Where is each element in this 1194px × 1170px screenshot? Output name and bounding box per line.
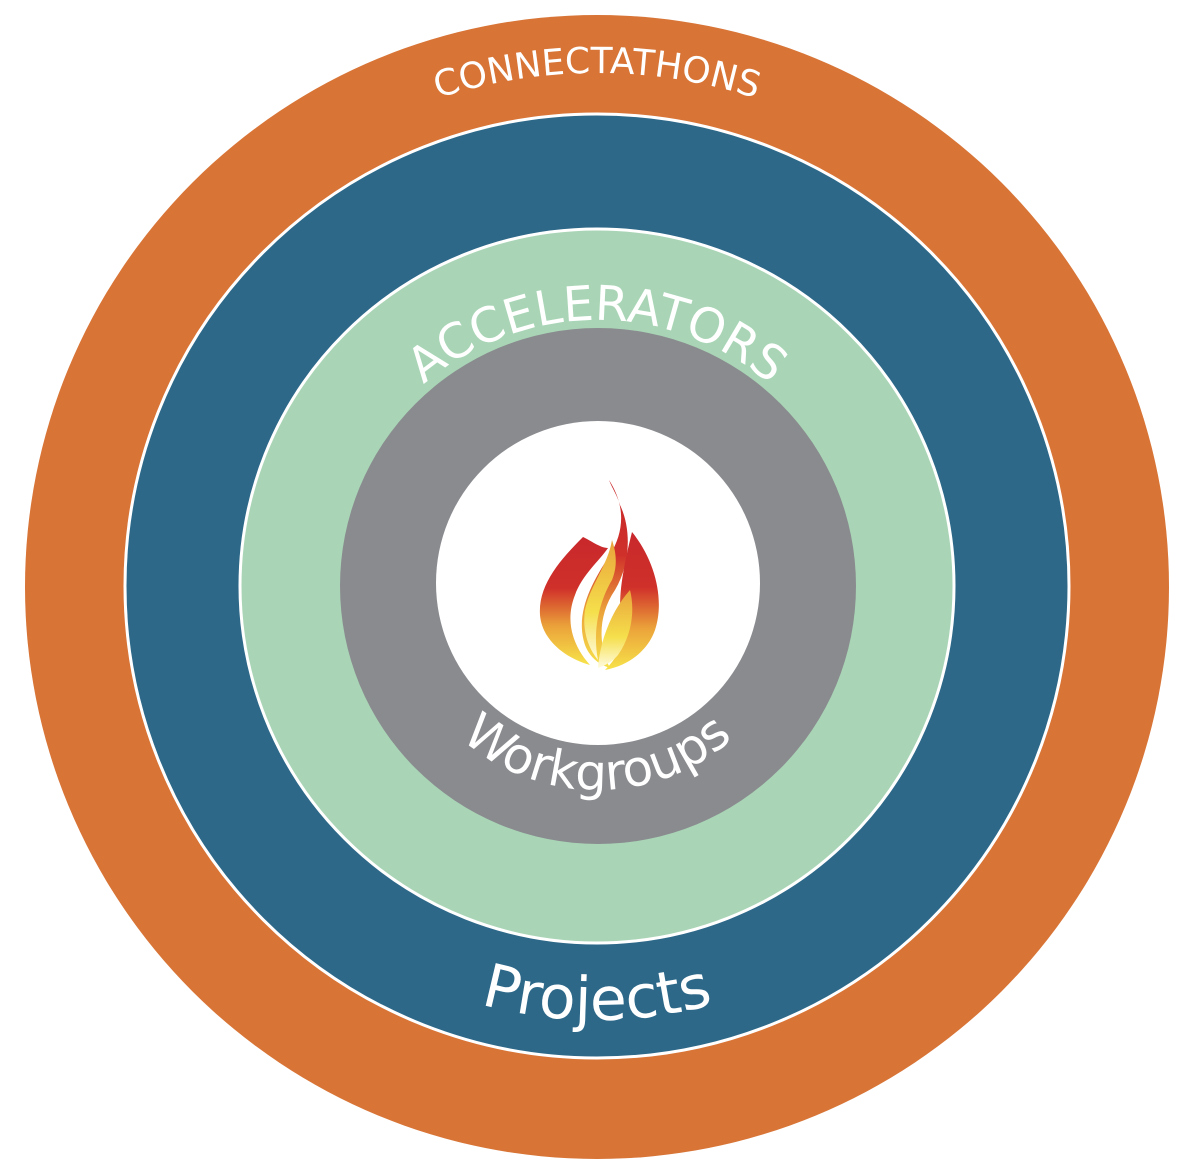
- flame-icon: [539, 480, 659, 670]
